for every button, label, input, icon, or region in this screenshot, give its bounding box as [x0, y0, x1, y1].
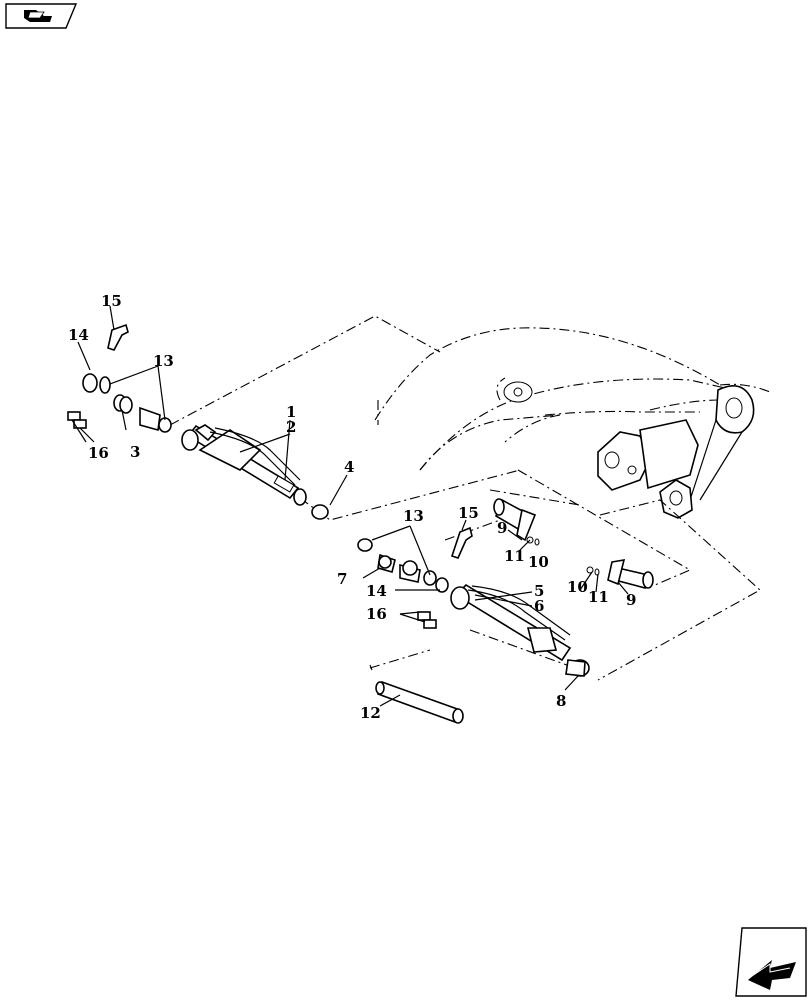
callout-4: 4 — [344, 458, 354, 476]
callout-14-lower: 14 — [366, 582, 387, 600]
callout-11-lower: 11 — [588, 588, 609, 606]
next-page-arrow-icon[interactable] — [735, 927, 807, 997]
callout-3: 3 — [130, 443, 140, 461]
bucket-bracket — [597, 384, 755, 519]
book-hand-icon[interactable] — [5, 3, 78, 29]
callout-5: 5 — [534, 582, 544, 600]
callout-11-upper: 11 — [504, 547, 525, 565]
callout-9-upper: 9 — [497, 519, 507, 537]
upper-cylinder-assembly — [67, 323, 329, 520]
callout-15-lower: 15 — [458, 504, 479, 522]
callout-13-lower: 13 — [403, 507, 424, 525]
callout-10-upper: 10 — [528, 553, 549, 571]
callout-8: 8 — [556, 692, 566, 710]
loader-arm — [374, 327, 771, 541]
callout-16-lower: 16 — [366, 605, 387, 623]
callout-14-upper: 14 — [68, 326, 89, 344]
callout-1: 1 — [286, 403, 296, 421]
callout-2: 2 — [286, 418, 296, 436]
leader-lines — [71, 305, 629, 707]
callout-9-lower: 9 — [626, 591, 636, 609]
callout-16-upper: 16 — [88, 444, 109, 462]
callout-6: 6 — [534, 597, 544, 615]
callout-13-upper: 13 — [153, 352, 174, 370]
callout-12: 12 — [360, 704, 381, 722]
lower-cylinder-assembly — [357, 526, 590, 677]
callout-7: 7 — [337, 570, 347, 588]
callout-10-lower: 10 — [567, 578, 588, 596]
callout-15-upper: 15 — [101, 292, 122, 310]
callout-numbers: 15 14 13 16 3 1 2 4 13 15 9 11 10 7 14 1… — [68, 292, 636, 722]
pins — [375, 498, 654, 724]
guide-lines — [169, 315, 761, 681]
